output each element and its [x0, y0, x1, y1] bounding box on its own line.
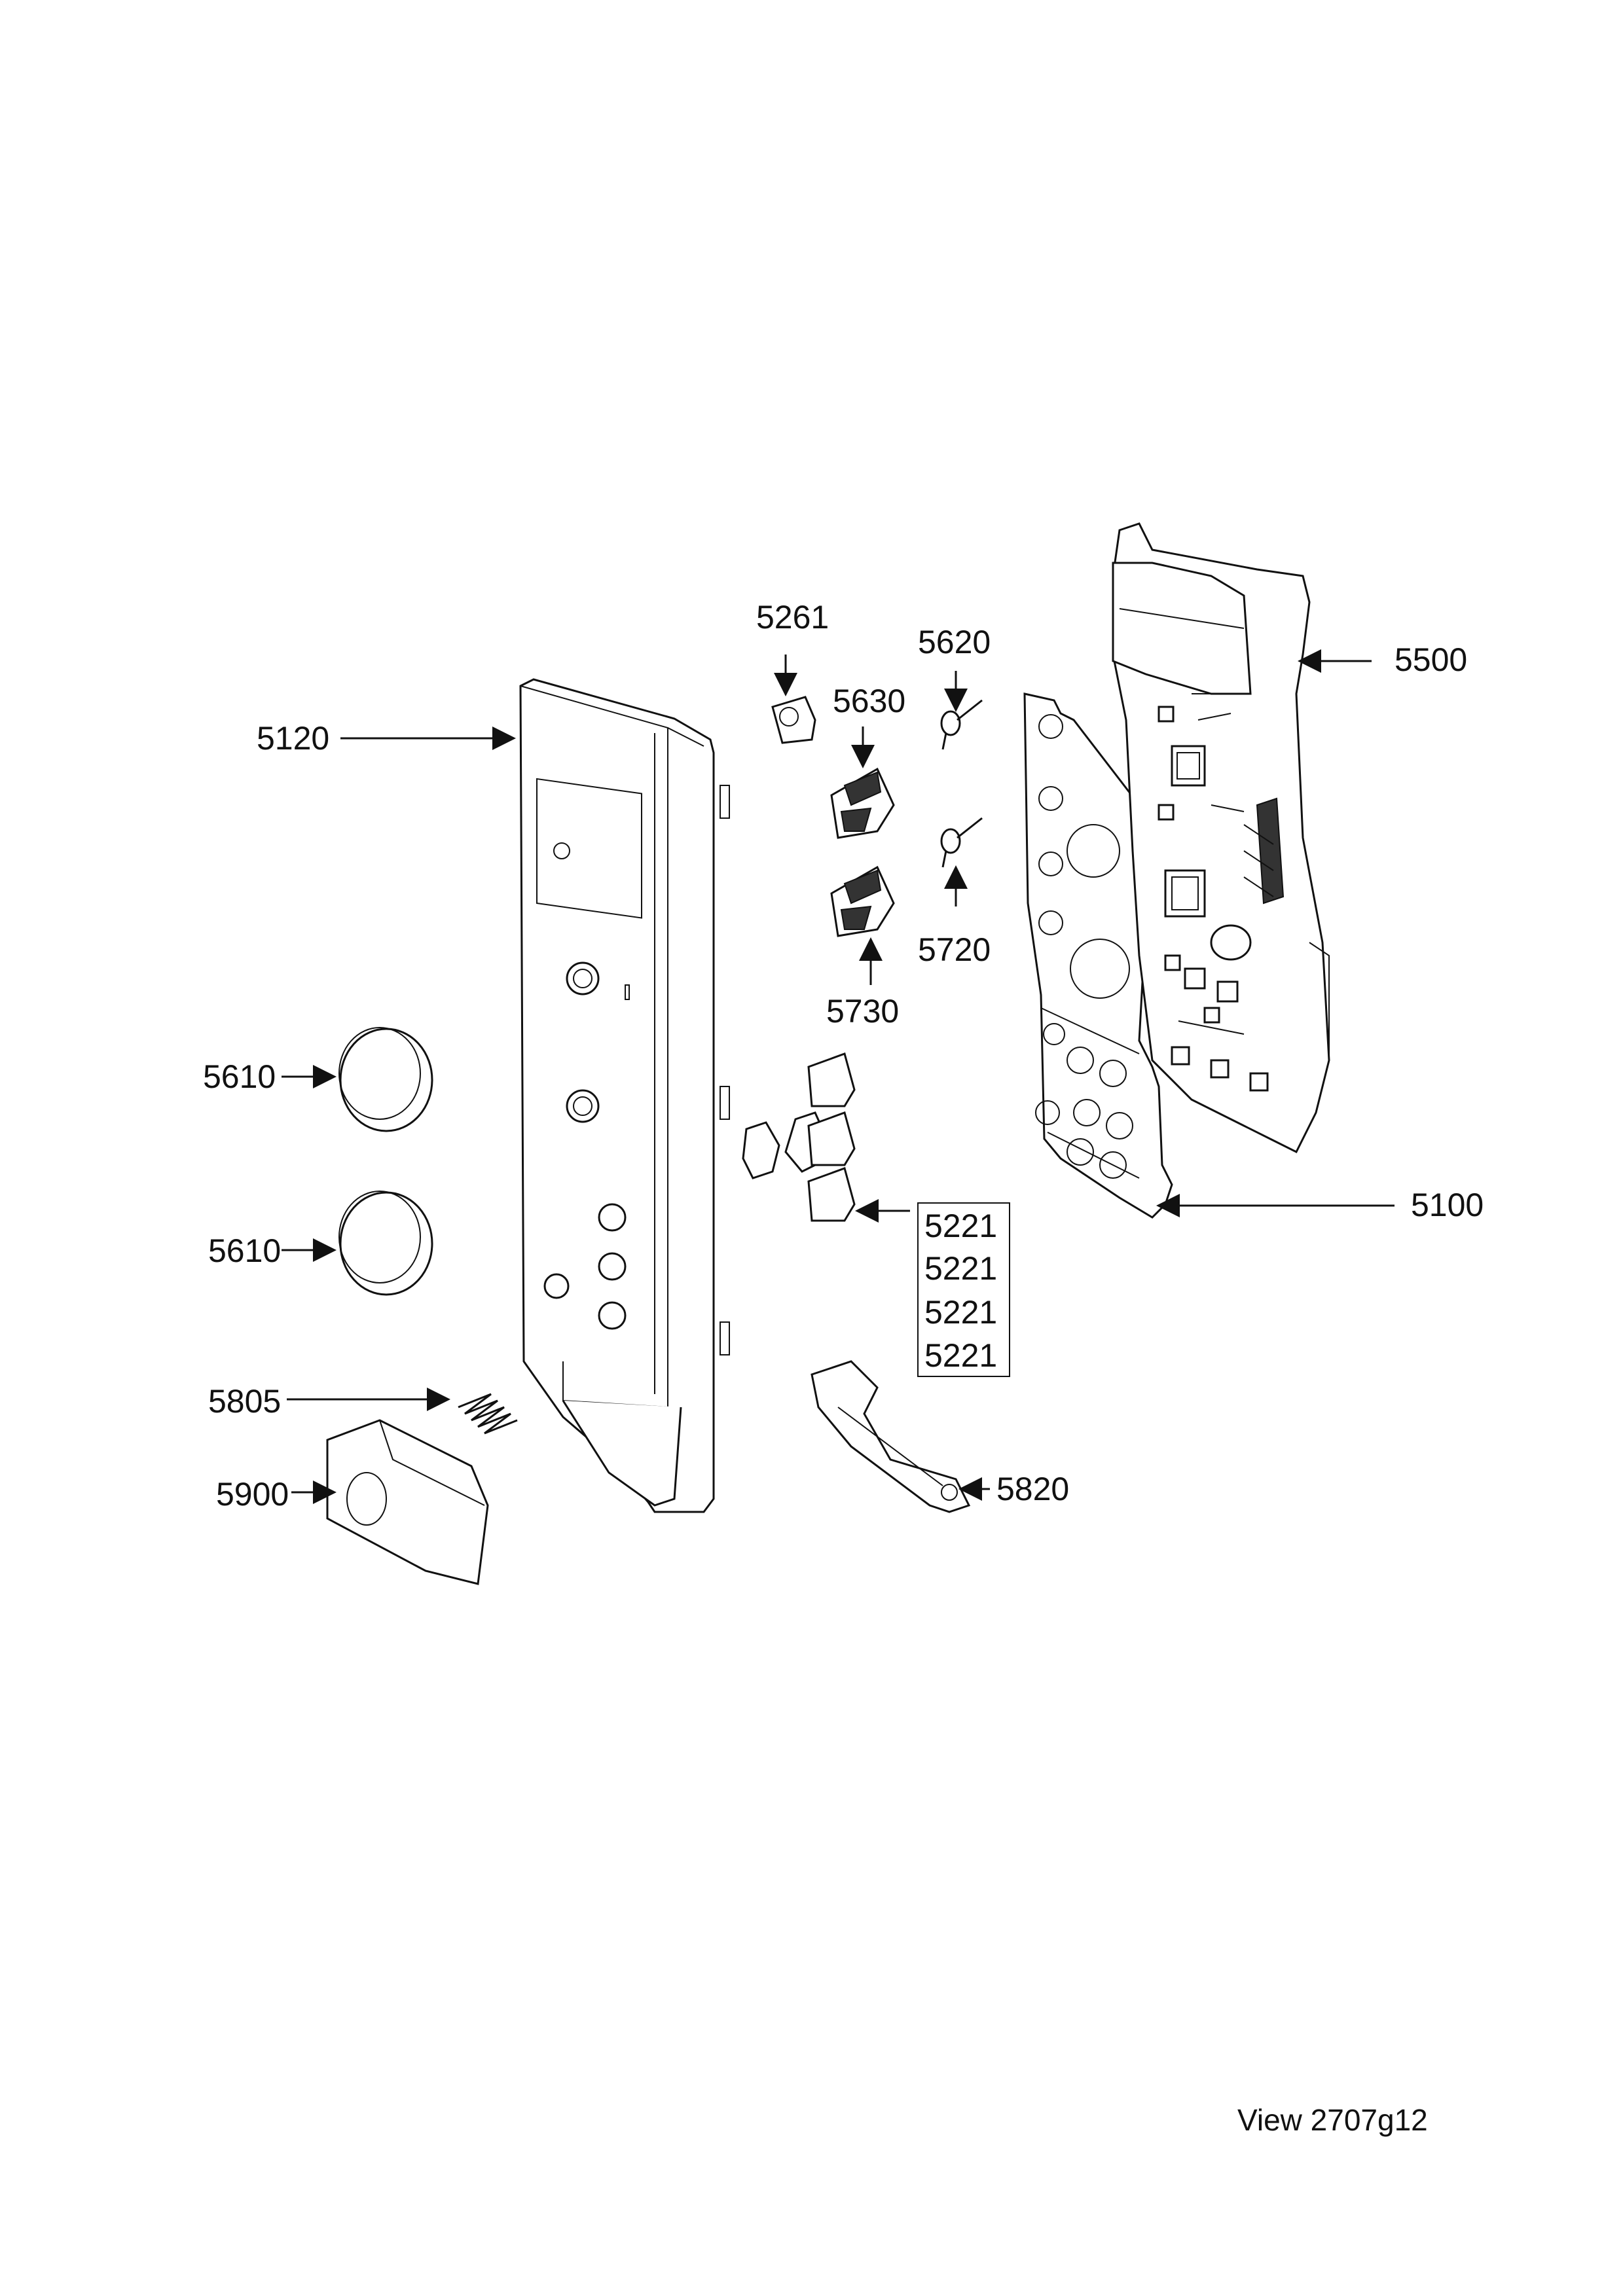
label-5620: 5620 — [918, 624, 991, 660]
label-5261: 5261 — [756, 599, 829, 636]
knob-upper — [338, 1027, 433, 1132]
door-release-button — [326, 1419, 489, 1585]
encoder-5630 — [830, 767, 895, 839]
button-caps-5221 — [742, 1052, 856, 1222]
label-5221-1: 5221 — [924, 1208, 997, 1244]
label-5900: 5900 — [216, 1476, 289, 1513]
part-number-box-5221 — [917, 1202, 1010, 1377]
label-5500: 5500 — [1395, 641, 1467, 678]
key-5720 — [940, 817, 983, 868]
label-5100: 5100 — [1411, 1187, 1484, 1223]
encoder-5730 — [830, 865, 895, 937]
key-5620 — [940, 699, 983, 750]
label-5221-2: 5221 — [924, 1250, 997, 1287]
label-5610-lower: 5610 — [208, 1232, 281, 1269]
label-5820: 5820 — [996, 1471, 1069, 1507]
label-5221-3: 5221 — [924, 1294, 997, 1331]
label-5120: 5120 — [257, 720, 329, 757]
button-cap-5261 — [771, 696, 816, 744]
knob-lower — [338, 1191, 433, 1296]
label-5630: 5630 — [833, 683, 905, 719]
label-5730: 5730 — [826, 993, 899, 1030]
control-panel-front — [519, 678, 730, 1513]
label-5610-upper: 5610 — [203, 1058, 276, 1095]
electronic-board — [1112, 522, 1330, 1154]
label-5720: 5720 — [918, 931, 991, 968]
label-5221-4: 5221 — [924, 1337, 997, 1374]
spring — [458, 1393, 518, 1435]
label-5805: 5805 — [208, 1383, 281, 1420]
view-label: View 2707g12 — [1237, 2103, 1428, 2137]
leader-lines — [282, 649, 1395, 1504]
door-lever — [811, 1360, 971, 1513]
